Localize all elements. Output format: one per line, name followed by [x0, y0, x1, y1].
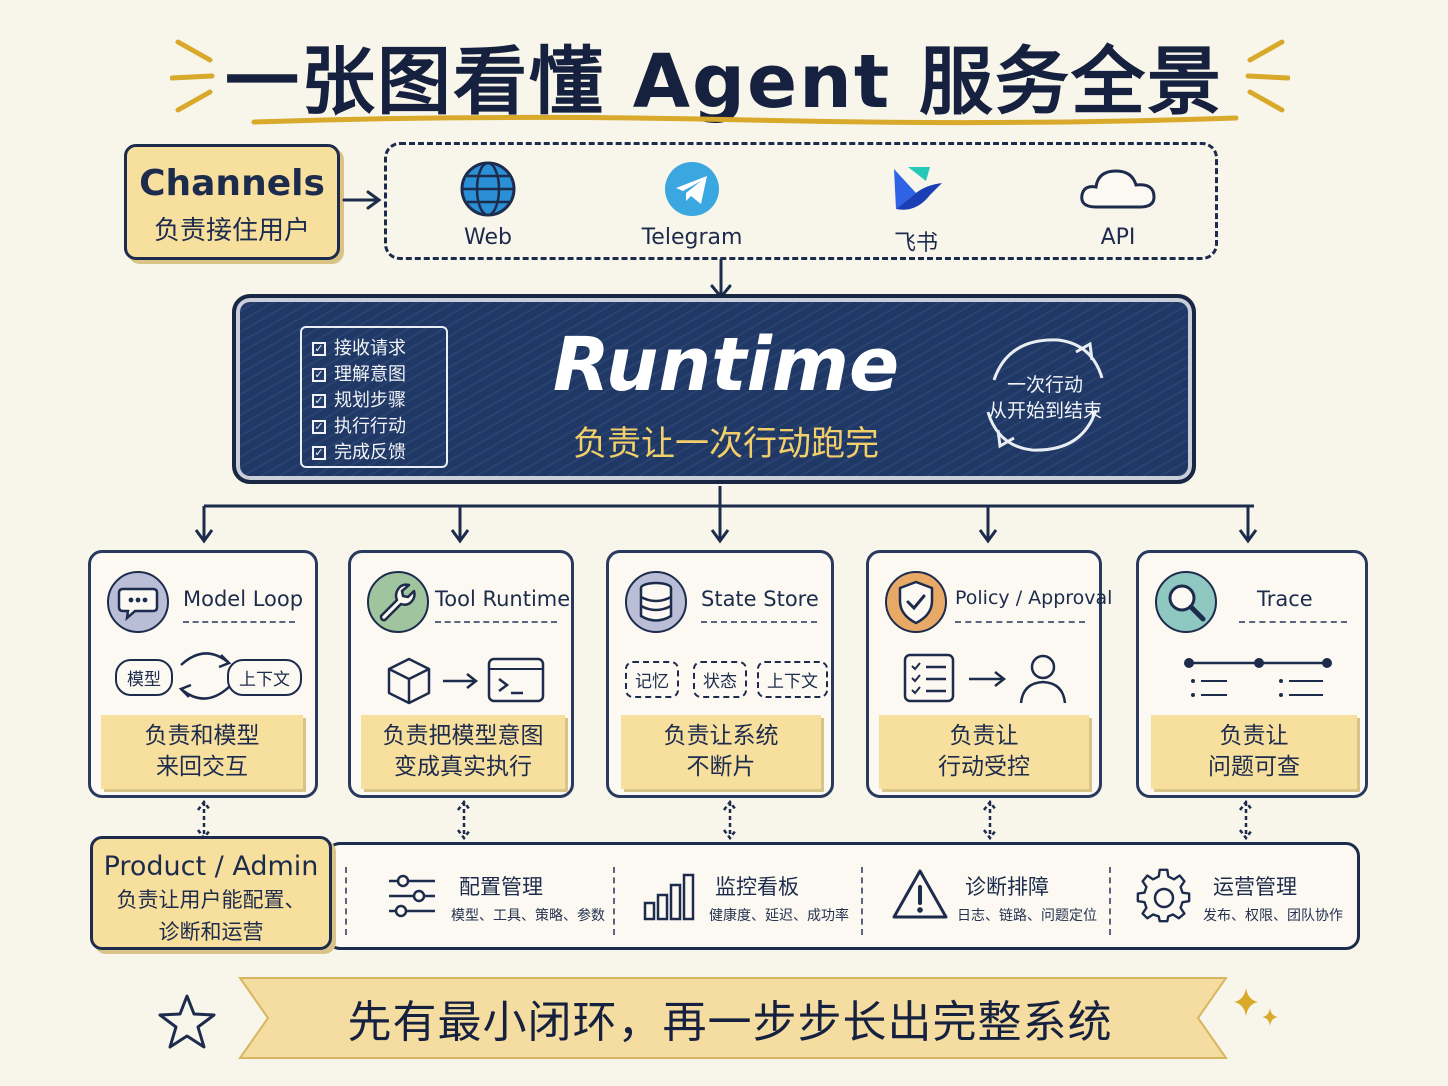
- module-note: 负责让行动受控: [879, 715, 1089, 789]
- channels-label: Channels 负责接住用户: [124, 144, 340, 260]
- module-name-underline: [183, 621, 295, 623]
- pill-model: 模型: [115, 659, 173, 696]
- magnifier-icon: [1155, 571, 1217, 633]
- module-name: Policy / Approval: [955, 587, 1113, 609]
- module-name-underline: [435, 621, 557, 623]
- module-name: Tool Runtime: [435, 587, 571, 611]
- cycle-line2: 从开始到结束: [987, 400, 1102, 422]
- runtime-step: ✓规划步骤: [312, 388, 446, 414]
- admin-desc-line1: 负责让用户能配置、: [116, 888, 306, 912]
- cloud-icon: [1080, 169, 1156, 209]
- warning-icon: [892, 869, 948, 919]
- loop-arrows-icon: [178, 652, 232, 700]
- channels-box: Web Telegram 飞书 API: [384, 142, 1218, 260]
- checklist-to-user-icon: [903, 653, 1067, 704]
- admin-item-sub: 日志、链路、问题定位: [957, 908, 1097, 924]
- module-name: Model Loop: [183, 587, 304, 611]
- pill-context: 上下文: [227, 659, 302, 696]
- channel-feishu[interactable]: 飞书: [831, 159, 1001, 257]
- module-admin-arrows: [197, 799, 1253, 841]
- channel-telegram-label: Telegram: [641, 225, 743, 250]
- admin-item-title: 监控看板: [715, 875, 799, 899]
- module-model-loop[interactable]: Model Loop 模型 上下文 负责和模型来回交互: [88, 550, 318, 798]
- module-note: 负责让系统不断片: [621, 715, 821, 789]
- module-trace[interactable]: Trace 负责让问题可查: [1136, 550, 1368, 798]
- module-note: 负责和模型来回交互: [101, 715, 303, 789]
- title-underline: [251, 114, 1239, 126]
- runtime-panel: ✓接收请求 ✓理解意图 ✓规划步骤 ✓执行行动 ✓完成反馈 Runtime 负责…: [232, 294, 1196, 484]
- module-name: State Store: [701, 587, 819, 611]
- feishu-icon: [894, 167, 942, 210]
- admin-separator: [345, 867, 347, 935]
- pill-memory: 记忆: [625, 661, 679, 698]
- channel-web-label: Web: [464, 225, 512, 250]
- runtime-step: ✓完成反馈: [312, 440, 446, 466]
- title-spark-right-icon: [1245, 39, 1290, 113]
- channel-feishu-label: 飞书: [893, 231, 938, 256]
- admin-item-sub: 发布、权限、团队协作: [1203, 908, 1343, 924]
- channel-telegram[interactable]: Telegram: [607, 159, 777, 250]
- admin-item-operations[interactable]: 运营管理 发布、权限、团队协作: [1135, 865, 1355, 935]
- channel-web[interactable]: Web: [403, 159, 573, 250]
- admin-label: Product / Admin 负责让用户能配置、 诊断和运营: [90, 836, 332, 950]
- telegram-icon: [665, 162, 719, 216]
- title-spark-left-icon: [170, 39, 215, 113]
- footer-slogan: 先有最小闭环，再一步步长出完整系统: [347, 997, 1113, 1048]
- module-note: 负责把模型意图变成真实执行: [361, 715, 565, 789]
- pill-state: 状态: [693, 661, 747, 698]
- module-state-store[interactable]: State Store 记忆 状态 上下文 负责让系统不断片: [606, 550, 834, 798]
- runtime-fanout-arrows: [194, 486, 1258, 544]
- pill-context: 上下文: [757, 661, 828, 698]
- module-name-underline: [1239, 621, 1347, 623]
- admin-separator: [613, 867, 615, 935]
- runtime-checklist: ✓接收请求 ✓理解意图 ✓规划步骤 ✓执行行动 ✓完成反馈: [300, 326, 448, 468]
- admin-title: Product / Admin: [103, 851, 319, 882]
- module-name-underline: [955, 621, 1085, 623]
- admin-separator: [861, 867, 863, 935]
- admin-item-sub: 模型、工具、策略、参数: [451, 908, 605, 924]
- admin-separator: [1109, 867, 1111, 935]
- admin-item-title: 诊断排障: [965, 875, 1049, 899]
- sliders-icon: [389, 874, 435, 918]
- globe-icon: [460, 161, 516, 217]
- channels-title: Channels: [139, 163, 325, 204]
- admin-bar: 配置管理 模型、工具、策略、参数 监控看板 健康度、延迟、成功率 诊断排障 日志…: [326, 842, 1360, 950]
- page-title: 一张图看懂 Agent 服务全景: [224, 39, 1223, 125]
- channel-api-label: API: [1100, 225, 1136, 250]
- cycle-line1: 一次行动: [1006, 374, 1083, 396]
- footer-ribbon: [238, 977, 1228, 1059]
- runtime-step: ✓接收请求: [312, 336, 446, 362]
- admin-desc-line2: 诊断和运营: [158, 920, 264, 944]
- runtime-desc: 负责让一次行动跑完: [573, 424, 879, 464]
- star-icon: [158, 994, 216, 1049]
- runtime-step: ✓理解意图: [312, 362, 446, 388]
- gear-icon: [1136, 868, 1191, 923]
- module-name: Trace: [1257, 587, 1313, 611]
- admin-item-title: 配置管理: [459, 875, 543, 899]
- wrench-icon: [367, 571, 429, 633]
- channel-api[interactable]: API: [1033, 159, 1203, 250]
- module-policy-approval[interactable]: Policy / Approval 负责让行动受控: [866, 550, 1112, 798]
- runtime-step: ✓执行行动: [312, 414, 446, 440]
- module-note: 负责让问题可查: [1151, 715, 1357, 789]
- bar-chart-icon: [643, 873, 695, 921]
- cube-to-terminal-icon: [387, 657, 545, 705]
- sparkle-icon: [1234, 988, 1278, 1026]
- database-icon: [625, 571, 687, 633]
- chat-bubble-icon: [107, 571, 169, 633]
- admin-item-title: 运营管理: [1213, 875, 1297, 899]
- shield-check-icon: [885, 571, 947, 633]
- admin-item-config[interactable]: 配置管理 模型、工具、策略、参数: [379, 865, 619, 935]
- module-name-underline: [701, 621, 817, 623]
- admin-item-monitor[interactable]: 监控看板 健康度、延迟、成功率: [641, 865, 871, 935]
- trace-timeline-icon: [1184, 658, 1332, 697]
- module-tool-runtime[interactable]: Tool Runtime 负责把模型意图变成真实执行: [348, 550, 574, 798]
- admin-item-sub: 健康度、延迟、成功率: [709, 908, 849, 924]
- channels-desc: 负责接住用户: [153, 216, 310, 246]
- admin-item-diagnose[interactable]: 诊断排障 日志、链路、问题定位: [891, 865, 1121, 935]
- runtime-cycle: 一次行动 从开始到结束: [972, 330, 1118, 460]
- runtime-title: Runtime: [552, 322, 900, 408]
- cycle-arrows-icon: [986, 338, 1104, 452]
- channels-arrow: [342, 190, 382, 210]
